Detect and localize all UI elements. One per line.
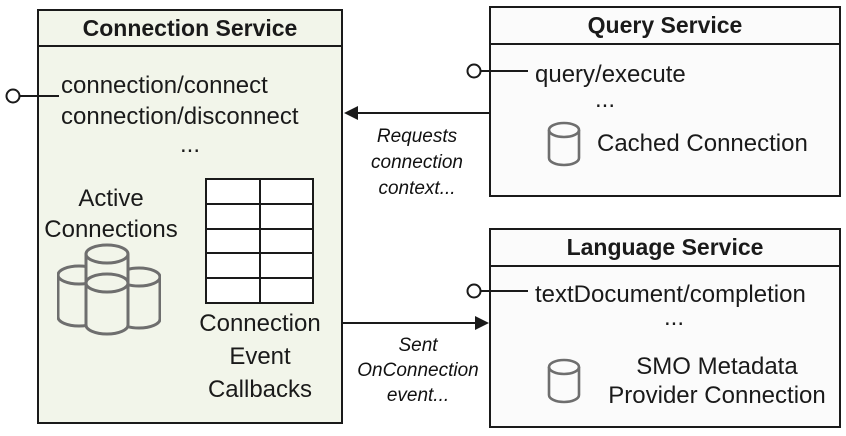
connection-service-box: Connection Service connection/connect co…: [37, 9, 343, 424]
connection-methods-ellipsis: ...: [179, 131, 200, 158]
connection-service-title: Connection Service: [39, 11, 341, 47]
table-cell: [207, 254, 259, 278]
database-cylinder-icon: [547, 121, 581, 167]
cached-connection-row: Cached Connection: [547, 121, 808, 167]
callbacks-label-line2: Event: [229, 343, 291, 370]
language-service-method: textDocument/completion: [535, 281, 806, 308]
table-cell: [260, 204, 312, 228]
active-label-line1: Active: [78, 185, 144, 212]
query-service-method: query/execute: [535, 61, 686, 88]
method-connection-disconnect: connection/disconnect: [61, 103, 299, 130]
database-cylinder-icon: [547, 358, 581, 404]
sent-line2: OnConnection: [357, 360, 479, 381]
language-service-title: Language Service: [491, 230, 839, 267]
table-cell: [207, 229, 259, 253]
active-connections-label: Active Connections: [41, 183, 181, 245]
requests-arrow: [344, 106, 489, 120]
active-label-line2: Connections: [44, 216, 178, 243]
table-cell: [207, 204, 259, 228]
sent-arrow: [343, 316, 489, 330]
language-methods-ellipsis: ...: [663, 304, 684, 331]
sent-onconnection-event-annotation: Sent OnConnection event...: [348, 333, 488, 408]
cached-connection-label: Cached Connection: [597, 130, 808, 157]
table-cell: [207, 180, 259, 203]
query-methods-ellipsis: ...: [594, 86, 615, 113]
smo-metadata-label: SMO Metadata Provider Connection: [591, 352, 843, 410]
callbacks-label-line3: Callbacks: [207, 376, 313, 403]
sent-line1: Sent: [398, 335, 438, 356]
requests-line1: Requests: [376, 126, 458, 147]
smo-label-line2: Provider Connection: [608, 382, 826, 409]
callback-table-icon: [205, 178, 314, 304]
table-cell: [260, 279, 312, 302]
connection-service-methods: connection/connect connection/disconnect: [61, 70, 299, 132]
connection-event-callbacks-label: Connection Event Callbacks: [190, 307, 330, 406]
table-cell: [260, 254, 312, 278]
table-cell: [260, 180, 312, 203]
requests-connection-context-annotation: Requests connection context...: [347, 124, 487, 202]
language-service-box: Language Service textDocument/completion…: [489, 228, 841, 428]
sent-line3: event...: [386, 385, 450, 406]
smo-label-line1: SMO Metadata: [636, 353, 798, 380]
query-service-box: Query Service query/execute ... Cached C…: [489, 6, 841, 197]
active-connections-cluster-icon: [57, 243, 161, 336]
method-connection-connect: connection/connect: [61, 72, 268, 99]
table-cell: [260, 229, 312, 253]
query-service-title: Query Service: [491, 8, 839, 45]
smo-metadata-row: SMO Metadata Provider Connection: [547, 352, 843, 410]
requests-line2: connection: [371, 152, 463, 173]
requests-line3: context...: [378, 178, 456, 199]
callbacks-label-line1: Connection: [199, 310, 321, 337]
table-cell: [207, 279, 259, 302]
